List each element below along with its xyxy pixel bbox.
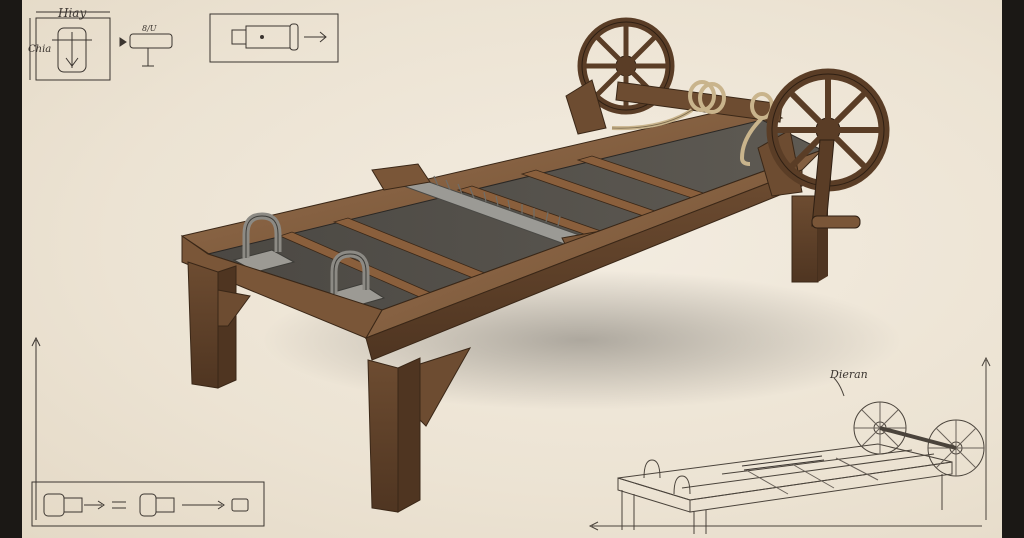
rack-legs-front	[187, 261, 472, 513]
illustration-canvas	[29, 11, 991, 534]
sketch-top-cylinder	[209, 13, 339, 63]
wheel-icon	[565, 17, 675, 135]
sketch-title-top-left: Hiay	[58, 6, 87, 20]
sketch-bottom-right-rack	[588, 356, 991, 534]
sketch-small-part	[119, 33, 173, 67]
rack-legs-back	[791, 190, 828, 283]
sketch-side-label: Chia	[28, 44, 52, 55]
sketch-bottom-left	[31, 336, 265, 527]
crank-handle	[811, 215, 861, 229]
parchment-sheet: Hiay Chia 8/U Dieran	[22, 0, 1002, 538]
sketch-top-left	[29, 11, 111, 81]
wheel-icon-front	[757, 68, 890, 229]
rack-end-rail	[181, 235, 383, 339]
sketch-small-label: 8/U	[142, 24, 157, 33]
roller-with-rope	[611, 80, 783, 166]
